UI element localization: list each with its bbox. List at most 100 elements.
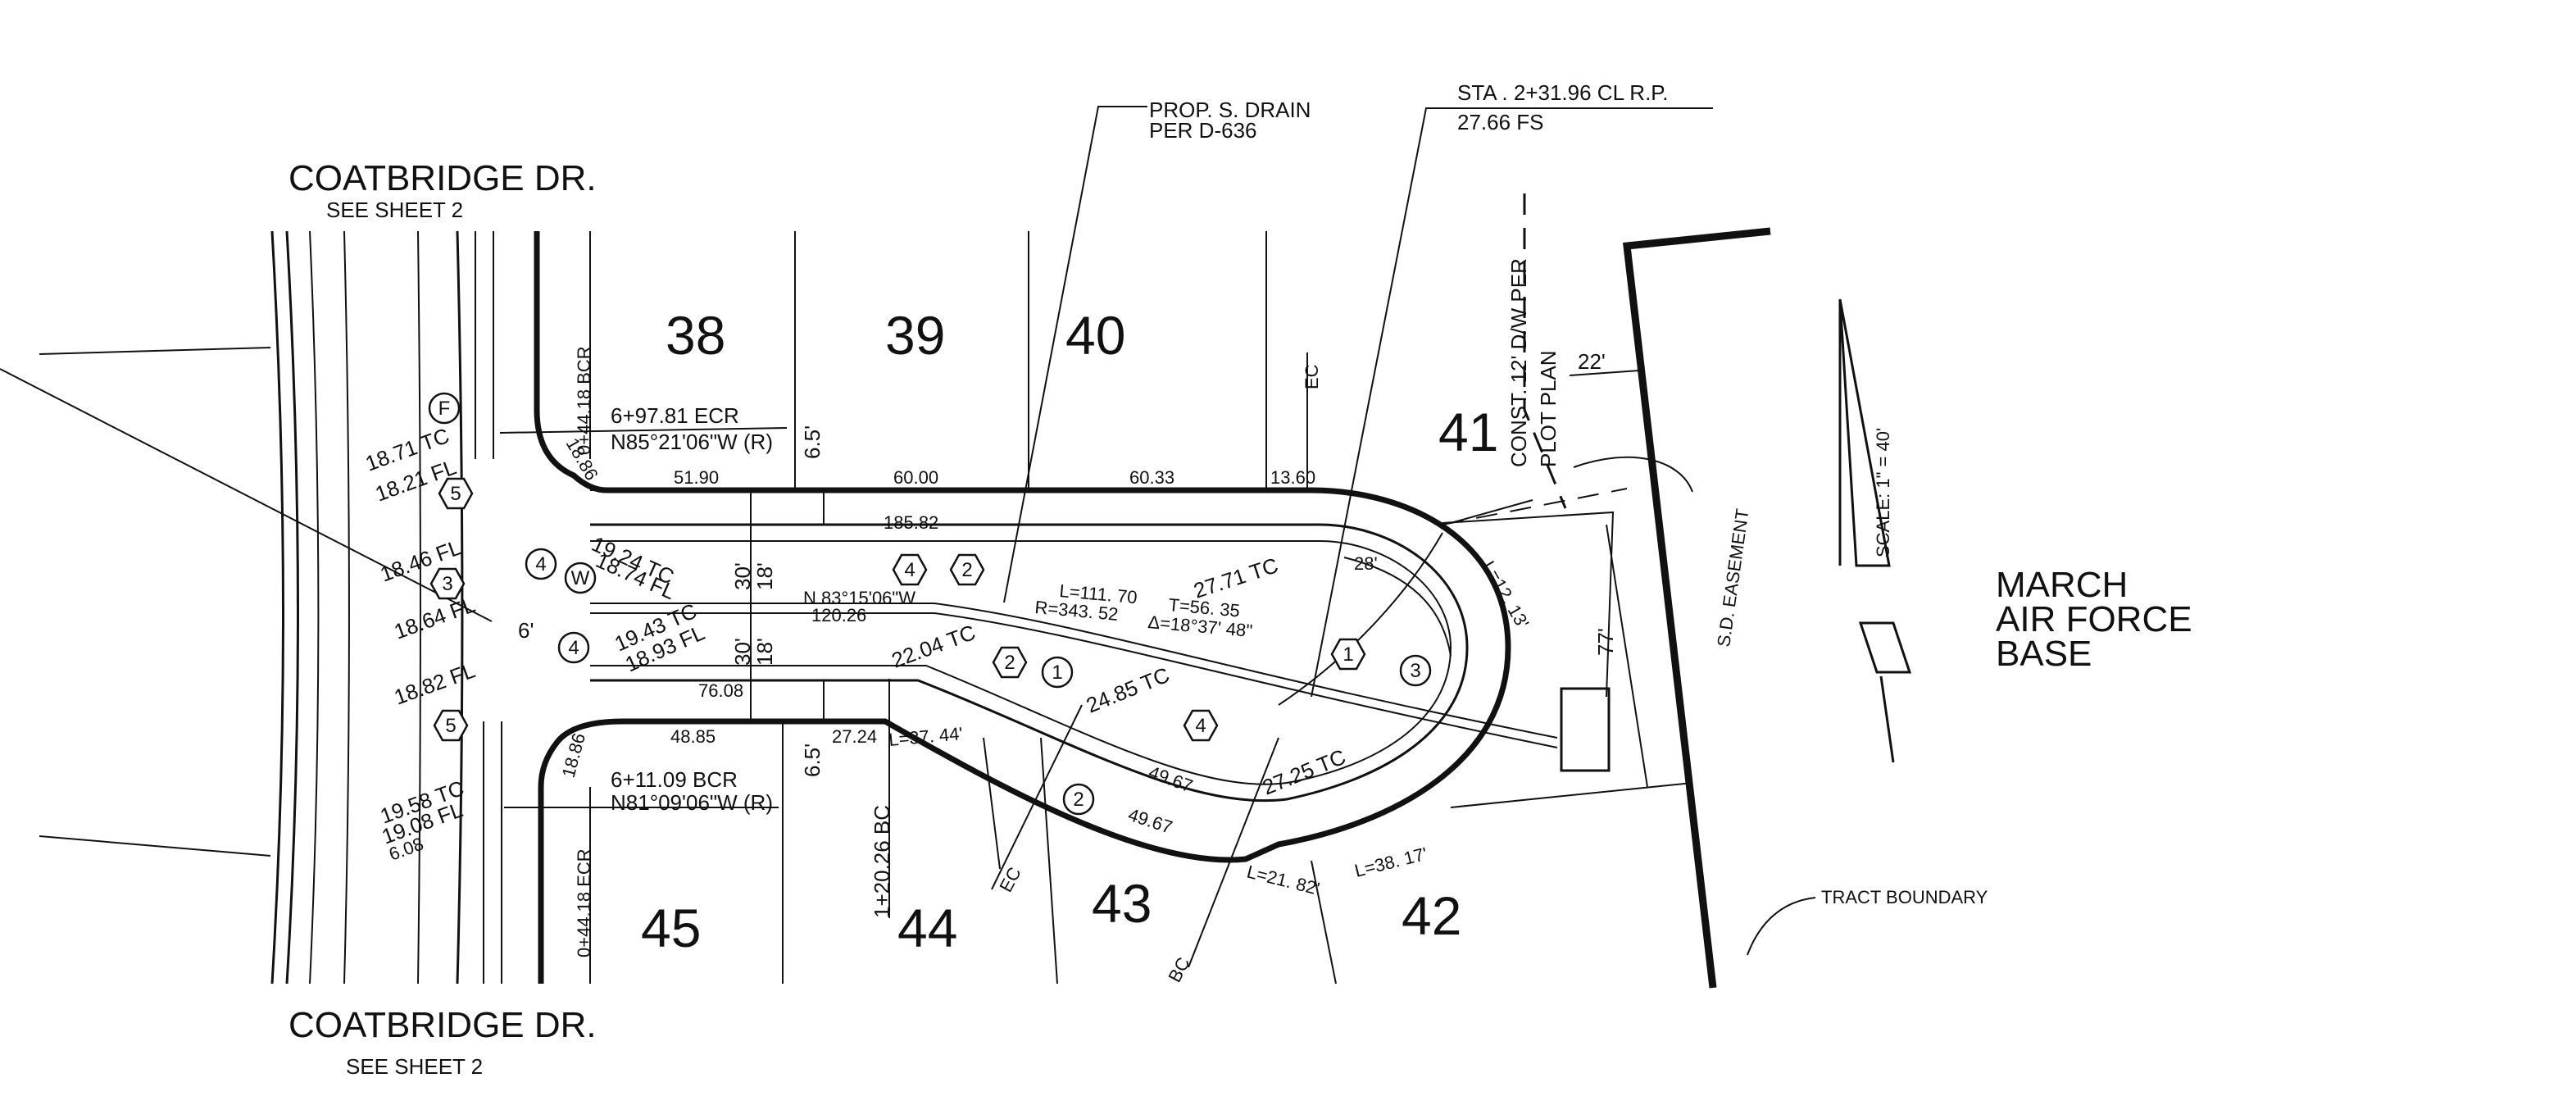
north-sidewalk xyxy=(590,540,1452,785)
elev-fl-1882: 18.82 FL xyxy=(391,657,479,709)
drain-callout-line1: PROP. S. DRAIN xyxy=(1149,98,1311,122)
station-bcr-top: 0+44.18 BCR xyxy=(574,346,594,455)
lot-line xyxy=(1311,860,1337,985)
station-ecr-bottom: 0+44.18 ECR xyxy=(574,848,594,957)
elev-tc-2485: 24.85 TC xyxy=(1083,662,1173,718)
bc-leader xyxy=(1188,737,1279,968)
dim-arc-4967b: 49.67 xyxy=(1125,804,1174,838)
station-bcr-bottom: 6+11.09 BCR xyxy=(611,767,738,792)
circle-note-w: W xyxy=(564,562,597,594)
drain-line xyxy=(590,612,1558,748)
circle-note-symbols: F 4 W 4 1 2 3 xyxy=(428,392,1432,816)
north-curb-outer xyxy=(534,231,1511,984)
svg-text:W: W xyxy=(571,567,590,589)
svg-text:3: 3 xyxy=(442,573,452,595)
street-line xyxy=(456,230,464,985)
dim-south-lot-44: 27.24 xyxy=(832,726,877,747)
centerline-bearing: N 83°15'06"W xyxy=(803,588,915,608)
hexagon-note-4-north: 4 xyxy=(892,553,928,586)
circle-note-2: 2 xyxy=(1062,783,1095,816)
svg-text:4: 4 xyxy=(1195,715,1206,737)
cul-de-sac xyxy=(534,231,1615,984)
dim-arc-2182: L=21. 82' xyxy=(1245,862,1322,899)
dim-north-tangent: 13.60 xyxy=(1270,467,1315,488)
svg-text:4: 4 xyxy=(568,637,579,659)
street-line xyxy=(270,230,284,985)
svg-text:2: 2 xyxy=(961,559,972,581)
station-bc: 1+20.26 BC xyxy=(870,805,894,918)
scale-label: SCALE: 1" = 40' xyxy=(1873,428,1893,557)
bearing-top: N85°21'06"W (R) xyxy=(611,430,773,454)
easement-line xyxy=(1442,511,1615,698)
elev-tc-2204: 22.04 TC xyxy=(888,620,979,673)
dim-77: 77' xyxy=(1593,628,1618,656)
top-sheet-ref: SEE SHEET 2 xyxy=(326,198,463,222)
lot-line xyxy=(39,835,271,857)
svg-text:2: 2 xyxy=(1004,652,1015,674)
svg-text:F: F xyxy=(438,398,451,420)
ec-top-label: EC xyxy=(1302,364,1322,389)
street-line xyxy=(285,230,299,985)
dim-radius-28: 28' xyxy=(1354,553,1378,574)
circle-note-4-top: 4 xyxy=(525,548,557,580)
dim-sidewalk-top: 6.5' xyxy=(800,425,825,459)
top-street-name: COATBRIDGE DR. xyxy=(288,158,597,198)
tract-boundary-leader xyxy=(1747,897,1816,956)
svg-text:5: 5 xyxy=(450,483,461,505)
dim-arc-3817: L=38. 17' xyxy=(1352,844,1429,881)
elev-tc-2771: 27.71 TC xyxy=(1191,553,1282,603)
dimension-lines xyxy=(499,427,1266,808)
hexagon-note-symbols: 5 3 5 4 2 2 4 1 xyxy=(429,477,1366,742)
tract-boundary-label: TRACT BOUNDARY xyxy=(1821,887,1988,907)
north-arrow-icon xyxy=(1838,298,1912,763)
base-name-line2: AIR FORCE xyxy=(1996,599,2192,639)
dim-north-lot-40: 60.33 xyxy=(1129,467,1174,488)
svg-text:5: 5 xyxy=(445,715,456,737)
lot-44: 44 xyxy=(897,898,957,958)
dim-north-lot-38: 51.90 xyxy=(674,467,719,488)
lot-line xyxy=(1450,499,1533,524)
driveway-callout-line2: PLOT PLAN xyxy=(1536,350,1561,467)
station-callout-leader xyxy=(1311,107,1713,698)
inner-radius-arc xyxy=(1343,557,1452,657)
svg-text:4: 4 xyxy=(535,553,546,575)
lot-lines xyxy=(589,231,1693,985)
svg-text:1: 1 xyxy=(1343,644,1353,666)
driveway-width-line xyxy=(1569,370,1640,376)
tract-boundary-line xyxy=(1623,227,1771,989)
drain-callout-line2: PER D-636 xyxy=(1149,118,1257,143)
base-name-line3: BASE xyxy=(1996,634,2092,674)
cul-de-sac-centerline xyxy=(590,603,1558,739)
station-callout-line2: 27.66 FS xyxy=(1457,110,1544,134)
leader-line xyxy=(0,368,493,622)
station-ecr-top: 6+97.81 ECR xyxy=(611,403,739,428)
hexagon-note-5-top: 5 xyxy=(438,477,474,510)
dim-corner-top: 18.86 xyxy=(562,434,602,484)
lot-42: 42 xyxy=(1402,885,1461,946)
dim-77-line xyxy=(1606,524,1648,788)
dim-six-ft: 6' xyxy=(518,618,534,643)
ec-leader xyxy=(983,737,1001,870)
easement-leader xyxy=(1573,456,1693,493)
hexagon-note-5-bottom: 5 xyxy=(433,709,469,742)
centerline-length: 120.26 xyxy=(811,605,866,625)
hexagon-note-4-south: 4 xyxy=(1183,709,1219,742)
circle-note-3: 3 xyxy=(1399,654,1432,687)
bearing-bottom: N81°09'06"W (R) xyxy=(611,790,773,815)
circle-note-f: F xyxy=(428,392,461,425)
driveway-callout-line1: CONST. 12' D/W PER xyxy=(1506,258,1531,467)
street-line xyxy=(309,230,320,985)
north-curb-inner xyxy=(590,523,1469,803)
coatbridge-street-lines xyxy=(0,230,502,985)
catch-basin xyxy=(1560,687,1611,772)
dim-sidewalk-bottom: 6.5' xyxy=(800,744,825,777)
circle-note-1: 1 xyxy=(1041,656,1074,689)
svg-text:2: 2 xyxy=(1073,789,1084,811)
bottom-sheet-ref: SEE SHEET 2 xyxy=(346,1054,483,1079)
svg-text:1: 1 xyxy=(1052,662,1062,684)
driveway-line xyxy=(1442,488,1628,525)
hexagon-note-3: 3 xyxy=(429,567,466,600)
lot-38: 38 xyxy=(666,305,725,366)
dim-rw-30-top: 30' xyxy=(730,562,755,590)
street-line xyxy=(417,230,421,985)
